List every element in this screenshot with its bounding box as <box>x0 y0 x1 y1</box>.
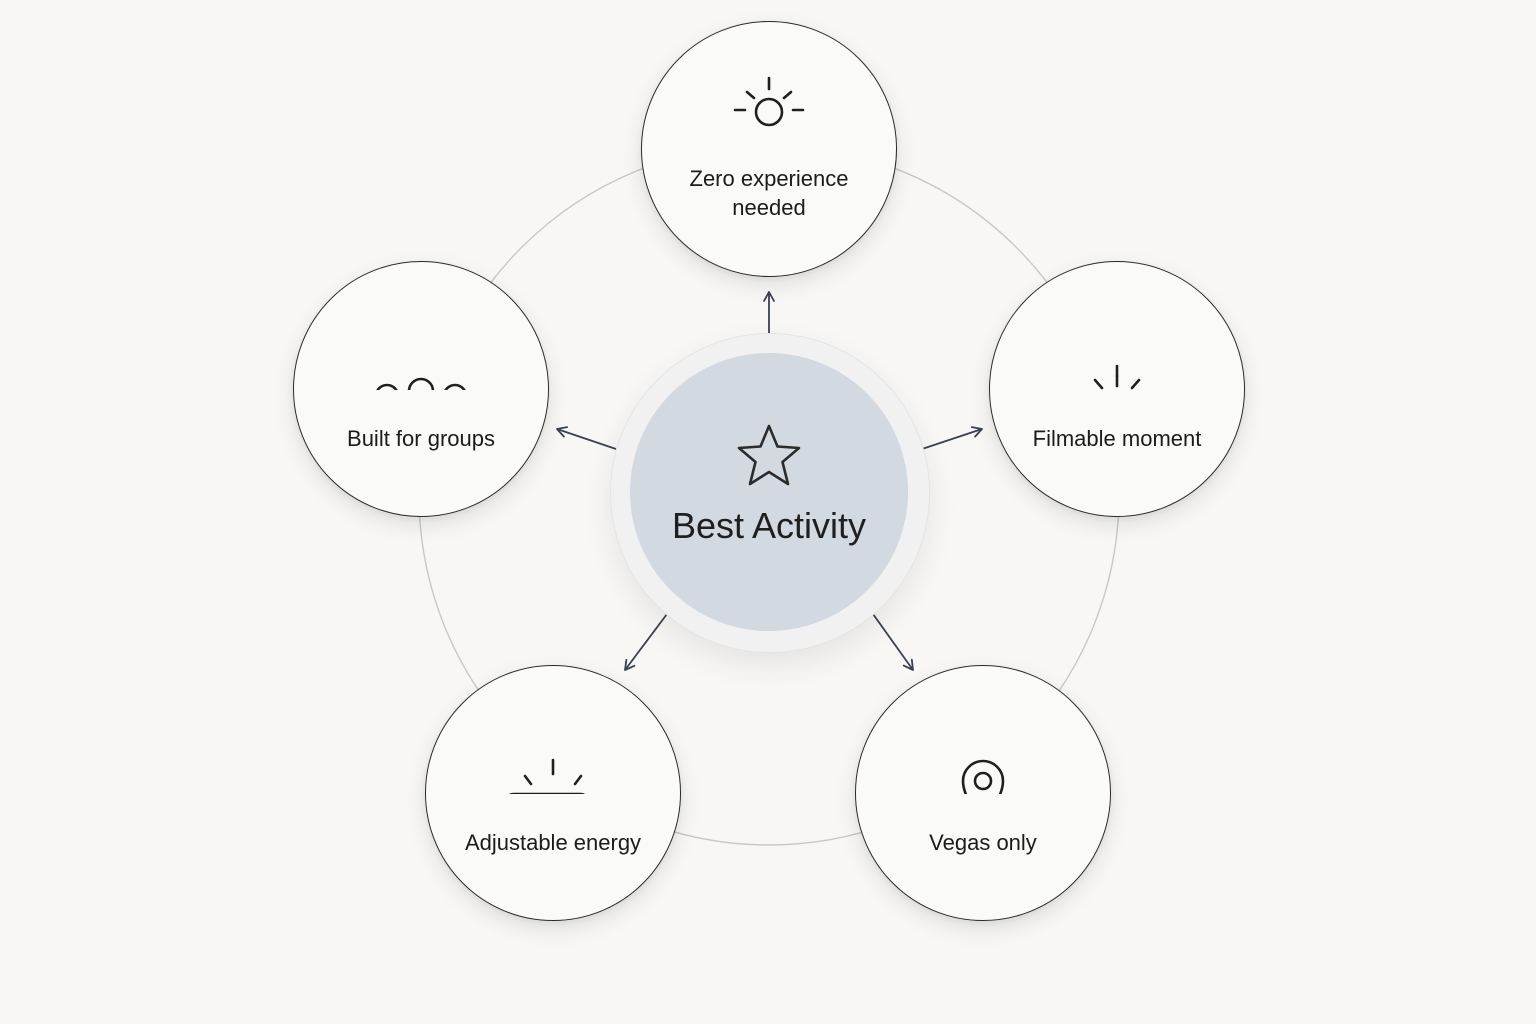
center-title: Best Activity <box>671 505 867 546</box>
person-sparkle-icon <box>709 12 829 132</box>
node-label: Zero experience needed <box>689 166 849 220</box>
node-label: Built for groups <box>347 426 495 451</box>
node-label: Adjustable energy <box>464 830 642 855</box>
group-icon <box>361 270 481 390</box>
arrow-vegas-only <box>872 613 914 671</box>
node-vegas-only: Vegas only <box>855 665 1111 921</box>
node-label: Filmable moment <box>1032 426 1202 451</box>
node-label: Vegas only <box>929 830 1037 855</box>
node-built-for-groups: Built for groups <box>293 261 549 517</box>
node-filmable-moment: Filmable moment <box>989 261 1245 517</box>
arrow-adjustable-energy <box>624 613 668 671</box>
node-zero-experience: Zero experience needed <box>641 21 897 277</box>
star-icon <box>737 424 801 486</box>
location-pin-icon <box>923 674 1043 794</box>
center-node <box>630 353 908 631</box>
arrow-built-for-groups <box>556 426 617 450</box>
battery-icon <box>493 674 613 794</box>
node-adjustable-energy: Adjustable energy <box>425 665 681 921</box>
camera-icon <box>1057 270 1177 390</box>
arrow-filmable-moment <box>921 426 983 450</box>
